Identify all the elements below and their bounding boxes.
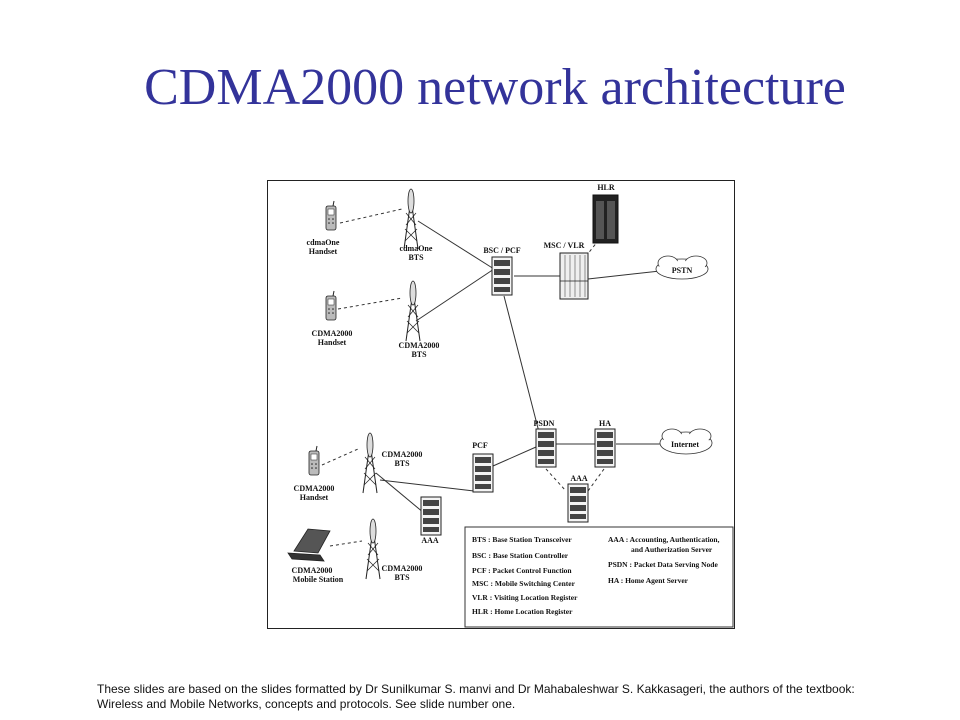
laptop-icon (287, 528, 331, 562)
ha-label: HA (599, 419, 611, 428)
links (375, 220, 661, 514)
ha-server-icon (594, 428, 616, 468)
cdmaone-handset-icon (325, 200, 337, 231)
cdma2000-bts-3-icon (365, 518, 381, 580)
internet-label: Internet (671, 440, 699, 449)
cdma2000-bts-2-icon (362, 432, 378, 494)
legend-left: BTS : Base Station Transceiver BSC : Bas… (472, 535, 579, 616)
pstn-cloud-icon (655, 255, 709, 280)
internet-cloud-icon (659, 428, 713, 455)
pstn-label: PSTN (672, 266, 693, 275)
wireless-msc-hlr (581, 240, 599, 262)
msc-vlr-label: MSC / VLR (544, 241, 585, 250)
msc-vlr-switch-icon (559, 252, 589, 300)
wireless-mobile-station (329, 540, 363, 547)
wireless-cdmaone (339, 208, 403, 224)
wireless-psdn-aaa (545, 468, 567, 492)
cdma2000-handset-2-icon (308, 445, 320, 476)
footer-note: These slides are based on the slides for… (97, 682, 855, 711)
cdma2000-bts-1-icon (405, 280, 421, 342)
wireless-cdma2000-1 (337, 297, 403, 310)
wireless-links (321, 208, 605, 547)
link-msc-pstn (587, 270, 661, 280)
hlr-label: HLR (597, 183, 615, 192)
wireless-cdma2000-2 (321, 448, 359, 466)
aaa-core-label: AAA (570, 474, 588, 483)
link-bts3-aaa (375, 472, 425, 514)
psdn-server-icon (535, 428, 557, 468)
aaa-local-label: AAA (421, 536, 439, 545)
slide-title: CDMA2000 network architecture (144, 59, 846, 116)
pcf-server-icon (472, 453, 494, 493)
cdma2000-handset-1-icon (325, 290, 337, 321)
aaa-local-server-icon (420, 496, 442, 536)
legend-right: AAA : Accounting, Authentication, and Au… (608, 535, 721, 585)
link-cdma2000-bts-bsc (415, 268, 495, 322)
aaa-core-server-icon (567, 483, 589, 523)
pcf-label: PCF (472, 441, 488, 450)
bsc-pcf-server-icon (491, 256, 513, 296)
wireless-ha-aaa (587, 468, 605, 492)
bsc-pcf-label: BSC / PCF (483, 246, 520, 255)
cdmaone-bts-icon (403, 188, 419, 250)
legend-box (464, 526, 734, 628)
hlr-database-icon (592, 194, 619, 244)
link-cdmaone-bts-bsc (417, 220, 495, 270)
psdn-label: PSDN (534, 419, 555, 428)
link-pcf-psdn (492, 446, 537, 467)
link-bts3-pcf (379, 479, 475, 492)
link-bsc-psdn (503, 295, 541, 437)
